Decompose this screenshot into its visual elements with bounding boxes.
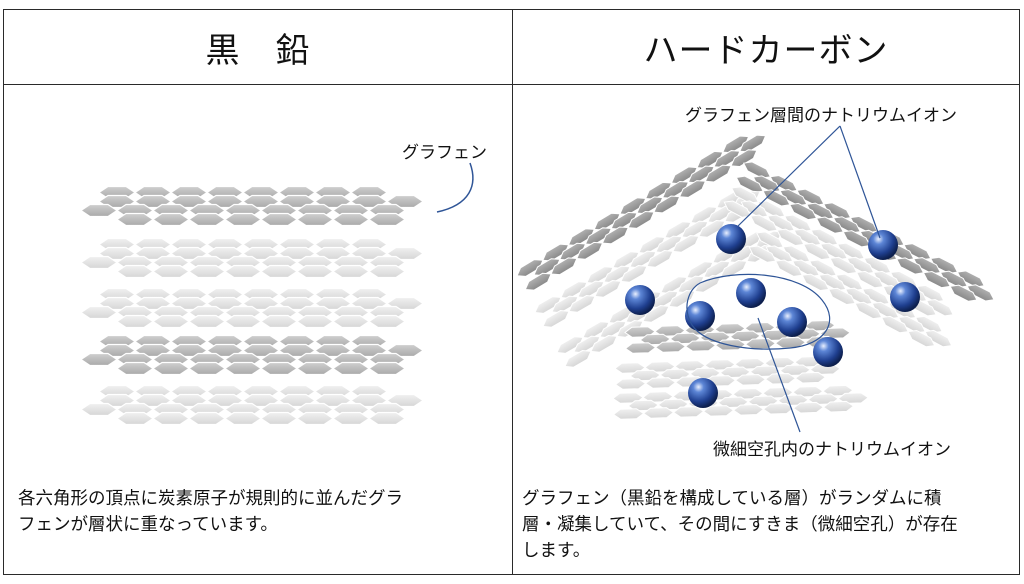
hexagon-cell [261,413,297,425]
hexagon-cell [297,214,333,226]
graphene-layer [81,289,423,328]
hard-carbon-sheets [515,125,1000,420]
hexagon-cell [117,266,153,278]
hexagon-cell [189,413,225,425]
hexagon-cell [261,316,297,328]
hexagon-cell [297,266,333,278]
hexagon-cell [117,413,153,425]
hexagon-cell [153,214,189,226]
sodium-ion [736,278,766,308]
hexagon-cell [81,404,117,416]
hexagon-cell [613,408,643,419]
hexagon-cell [225,413,261,425]
hexagon-cell [369,316,405,328]
hexagon-cell [369,413,405,425]
hexagon-cell [189,266,225,278]
hexagon-cell [297,316,333,328]
graphene-layer [81,239,423,278]
graphite-description: 各六角形の頂点に炭素原子が規則的に並んだグラ フェンが層状に重なっています。 [18,486,502,538]
micropore-ion-label: 微細空孔内のナトリウムイオン [713,440,951,460]
hexagon-cell [333,363,369,375]
hexagon-cell [615,378,645,389]
hexagon-cell [81,354,117,366]
hexagon-cell [189,316,225,328]
hexagon-cell [369,214,405,226]
hexagon-cell [225,266,261,278]
hexagon-cell [297,363,333,375]
hexagon-cell [81,205,117,217]
hexagon-cell [153,266,189,278]
interlayer-ion-label: グラフェン層間のナトリウムイオン [685,106,957,126]
hexagon-cell [333,413,369,425]
hexagon-cell [625,342,655,353]
hexagon-cell [117,316,153,328]
hexagon-cell [333,266,369,278]
graphene-label: グラフェン [402,143,487,163]
sodium-ion [625,285,655,315]
graphite-layers [81,187,423,425]
hard-carbon-description: グラフェン（黒鉛を構成している層）がランダムに積 層・凝集していて、その間にすき… [522,486,1014,564]
graphene-leader-line [437,163,473,212]
hexagon-cell [225,316,261,328]
hexagon-cell [369,266,405,278]
hexagon-cell [81,257,117,269]
graphene-layer [81,386,423,425]
hexagon-cell [333,316,369,328]
hexagon-cell [117,214,153,226]
hexagon-cell [189,363,225,375]
hard-carbon-sheet [615,356,841,390]
hexagon-cell [81,307,117,319]
hard-carbon-sheet [613,385,869,420]
hexagon-cell [117,363,153,375]
graphene-layer [81,187,423,226]
sodium-ion [868,230,898,260]
sodium-ion [813,337,843,367]
graphene-layer [81,336,423,375]
sodium-ion [777,307,807,337]
hexagon-cell [189,214,225,226]
hexagon-cell [369,363,405,375]
hexagon-cell [153,316,189,328]
hexagon-cell [333,214,369,226]
sodium-ion [685,301,715,331]
hexagon-cell [225,214,261,226]
hexagon-cell [261,363,297,375]
hexagon-cell [153,413,189,425]
hexagon-cell [261,266,297,278]
hexagon-cell [153,363,189,375]
sodium-ion [688,378,718,408]
hexagon-cell [261,214,297,226]
hexagon-cell [225,363,261,375]
sodium-ion [890,282,920,312]
hexagon-cell [297,413,333,425]
sodium-ion [716,224,746,254]
